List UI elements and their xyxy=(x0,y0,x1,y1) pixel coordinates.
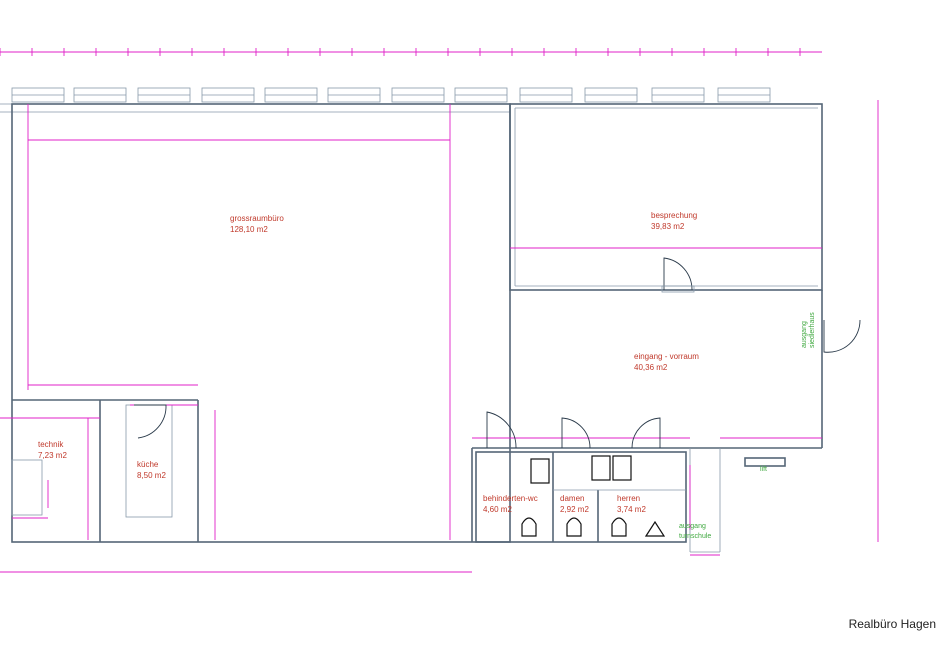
svg-text:besprechung: besprechung xyxy=(651,211,697,220)
svg-text:technik: technik xyxy=(38,440,64,449)
svg-text:8,50 m2: 8,50 m2 xyxy=(137,471,166,480)
room-grossraumbuero: grossraumbüro 128,10 m2 xyxy=(230,214,284,234)
wc-block xyxy=(475,451,687,543)
svg-text:39,83 m2: 39,83 m2 xyxy=(651,222,685,231)
besprechung-walls xyxy=(509,103,823,291)
svg-text:grossraumbüro: grossraumbüro xyxy=(230,214,284,223)
svg-text:siedlerhaus: siedlerhaus xyxy=(809,312,816,348)
svg-text:128,10 m2: 128,10 m2 xyxy=(230,225,268,234)
exit-label-siedlerhaus: ausgang siedlerhaus xyxy=(801,312,816,348)
svg-text:eingang - vorraum: eingang - vorraum xyxy=(634,352,699,361)
room-herren: herren 3,74 m2 xyxy=(617,494,646,514)
room-damen: damen 2,92 m2 xyxy=(560,494,589,514)
svg-text:ausgang: ausgang xyxy=(679,523,706,530)
top-dimension-line xyxy=(0,48,822,56)
svg-text:küche: küche xyxy=(137,460,159,469)
doors xyxy=(134,257,861,449)
room-besprechung: besprechung 39,83 m2 xyxy=(651,211,697,231)
svg-text:behinderten-wc: behinderten-wc xyxy=(483,494,538,503)
svg-text:2,92 m2: 2,92 m2 xyxy=(560,505,589,514)
technik-fixtures xyxy=(11,459,43,516)
svg-text:herren: herren xyxy=(617,494,640,503)
svg-text:40,36 m2: 40,36 m2 xyxy=(634,363,668,372)
grossraumbuero-walls xyxy=(11,103,511,543)
brand-label: Realbüro Hagen xyxy=(848,617,936,631)
svg-text:turnschule: turnschule xyxy=(679,533,711,540)
eingang-walls xyxy=(472,290,823,553)
exit-label-turnschule: ausgang turnschule xyxy=(679,523,711,540)
svg-text:7,23 m2: 7,23 m2 xyxy=(38,451,67,460)
svg-text:ausgang: ausgang xyxy=(801,321,808,348)
lift-label: lift xyxy=(760,466,767,473)
svg-text:3,74 m2: 3,74 m2 xyxy=(617,505,646,514)
sanitary-fixtures xyxy=(521,455,666,537)
window-row xyxy=(11,87,771,103)
room-kueche: küche 8,50 m2 xyxy=(137,460,166,480)
svg-text:damen: damen xyxy=(560,494,584,503)
lift xyxy=(744,457,786,467)
svg-text:4,60 m2: 4,60 m2 xyxy=(483,505,512,514)
room-technik: technik 7,23 m2 xyxy=(38,440,67,460)
dimension-lines xyxy=(0,100,879,573)
room-behinderten-wc: behinderten-wc 4,60 m2 xyxy=(483,494,538,514)
room-eingang: eingang - vorraum 40,36 m2 xyxy=(634,352,699,372)
